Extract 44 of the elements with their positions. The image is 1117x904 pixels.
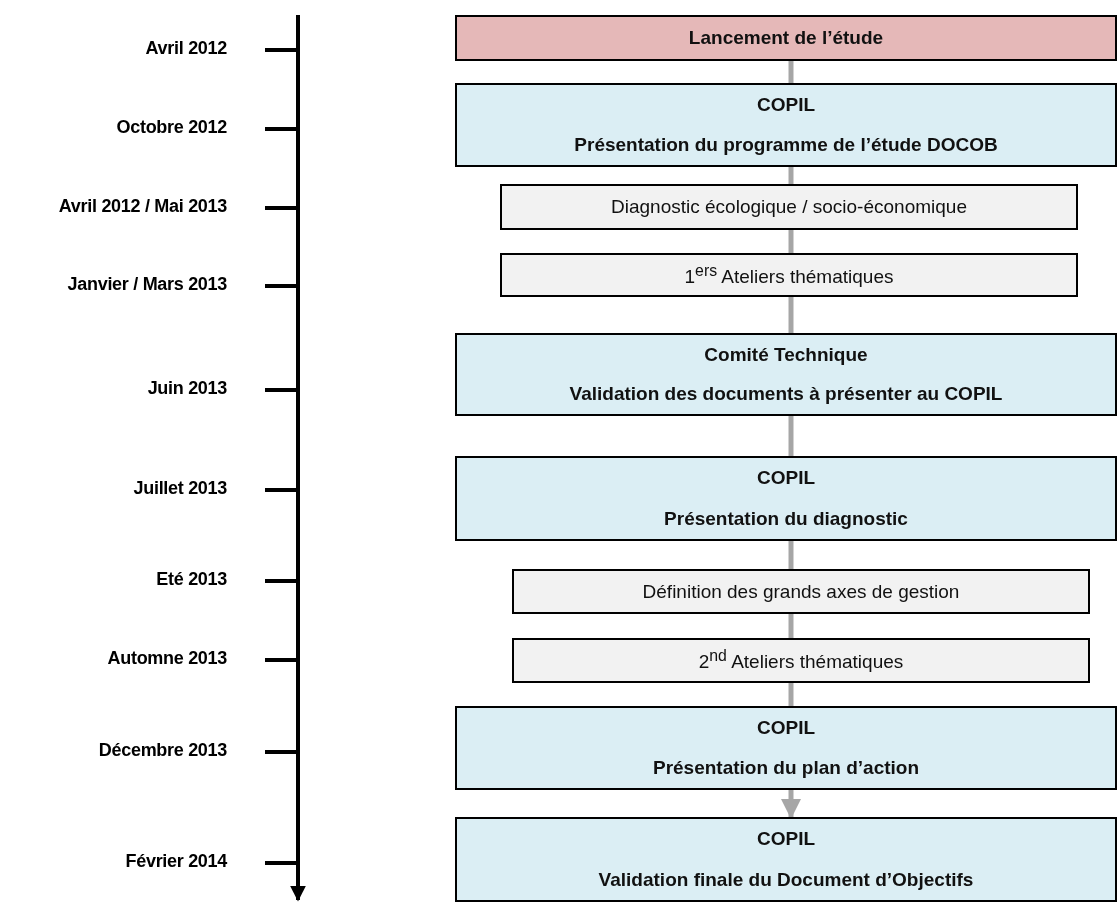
- process-box: [500, 253, 1078, 297]
- date-label: Avril 2012: [145, 38, 227, 59]
- process-box: [512, 638, 1090, 683]
- box-heading: COPIL: [756, 94, 816, 116]
- connector-line: [788, 683, 794, 706]
- process-box: [500, 184, 1078, 230]
- box-heading: Comité Technique: [704, 343, 868, 366]
- connector-line: [788, 297, 794, 333]
- box-text: 1$^{ers}$ Ateliers thématiques: [684, 261, 894, 289]
- box-heading: COPIL: [756, 828, 816, 851]
- connector-line: [788, 541, 794, 569]
- connector-line: [788, 614, 794, 638]
- process-box: [455, 817, 1117, 902]
- date-label: Janvier / Mars 2013: [67, 274, 227, 295]
- process-box: [455, 456, 1117, 541]
- box-text: Validation des documents à présenter au COPIL: [569, 383, 1003, 406]
- process-box: [455, 15, 1117, 61]
- box-text: Lancement de l’étude: [688, 27, 884, 49]
- box-heading: COPIL: [756, 467, 816, 490]
- process-box: [455, 83, 1117, 167]
- box-heading: COPIL: [756, 717, 816, 739]
- date-label: Eté 2013: [156, 569, 227, 590]
- process-box: [455, 706, 1117, 790]
- date-label: Juillet 2013: [133, 478, 227, 499]
- process-box: [512, 569, 1090, 614]
- date-label: Avril 2012 / Mai 2013: [58, 196, 227, 217]
- date-label: Décembre 2013: [98, 740, 227, 761]
- date-label: Automne 2013: [107, 648, 227, 669]
- box-text: Présentation du diagnostic: [664, 507, 908, 530]
- box-text: Présentation du plan d’action: [653, 757, 919, 779]
- connector-line: [781, 790, 801, 819]
- date-label: Juin 2013: [147, 378, 227, 399]
- box-text: Présentation du programme de l’étude DOCOB: [574, 134, 998, 156]
- connector-line: [788, 416, 794, 456]
- box-text: Définition des grands axes de gestion: [642, 580, 960, 603]
- date-label: Octobre 2012: [116, 117, 227, 138]
- connector-line: [788, 230, 794, 253]
- connector-line: [788, 167, 794, 184]
- connector-line: [788, 61, 794, 83]
- box-text: Diagnostic écologique / socio-économique: [611, 196, 967, 218]
- box-text: 2$^{nd}$ Ateliers thématiques: [698, 647, 904, 674]
- box-text: Validation finale du Document d’Objectifs: [598, 868, 974, 891]
- date-label: Février 2014: [125, 851, 227, 872]
- process-box: [455, 333, 1117, 416]
